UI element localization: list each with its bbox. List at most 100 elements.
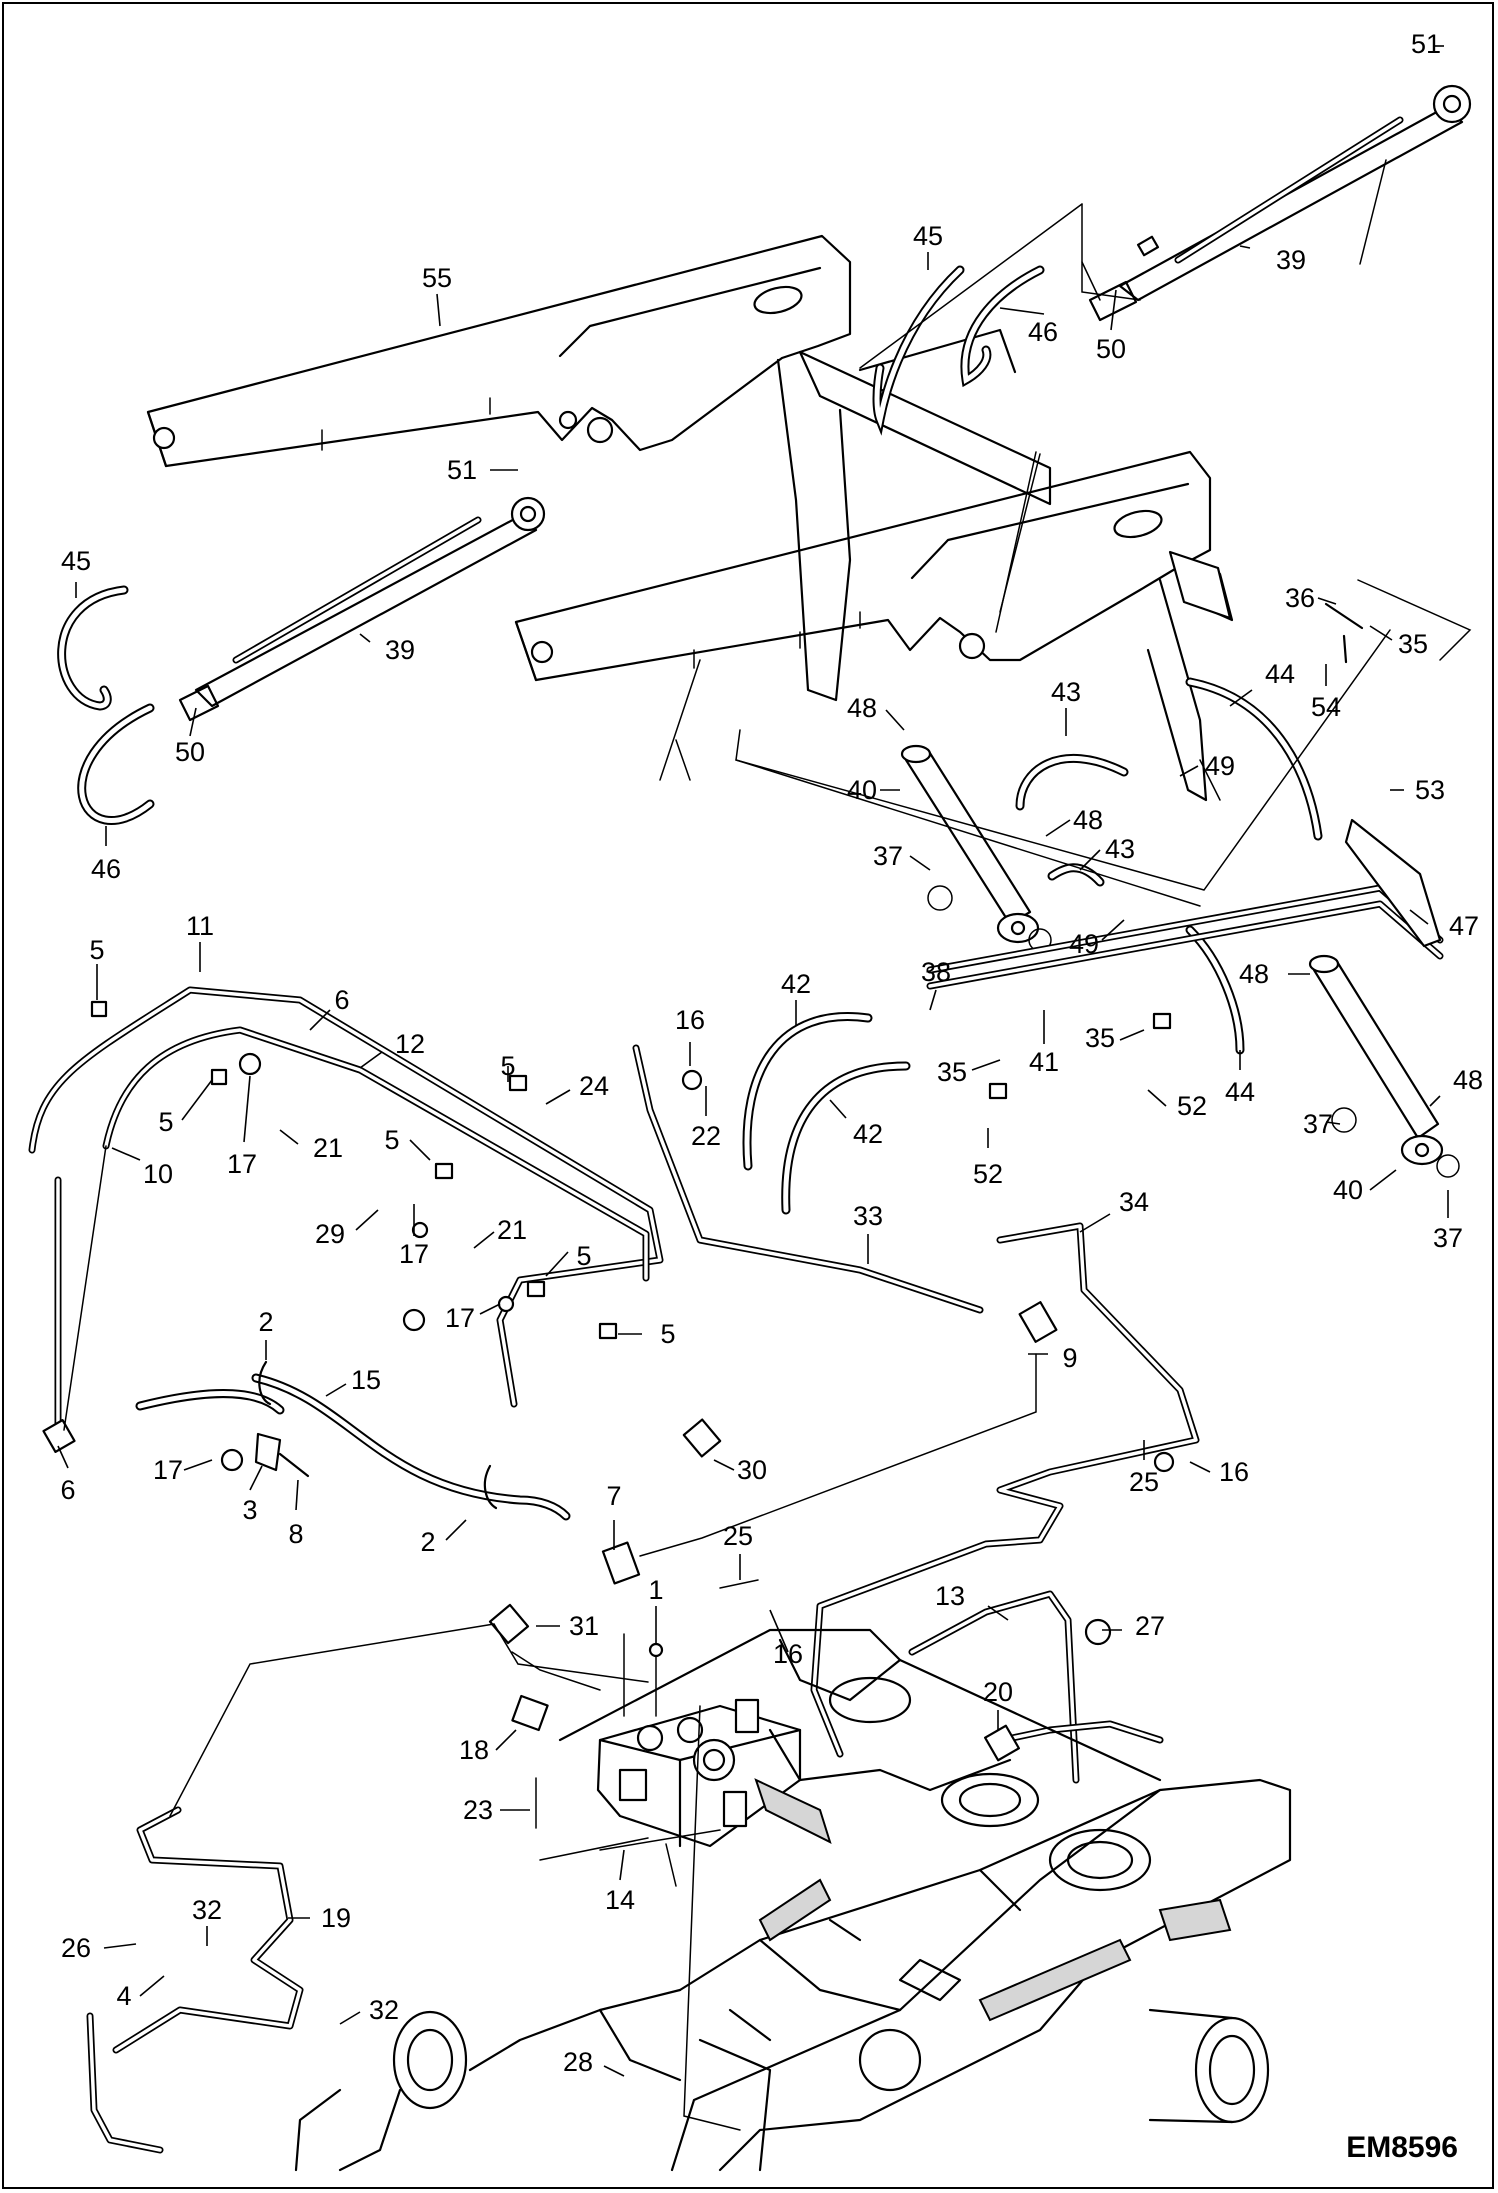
- svg-text:6: 6: [60, 1475, 75, 1505]
- svg-text:5: 5: [158, 1107, 173, 1137]
- callout-12: 12: [359, 1029, 425, 1069]
- svg-text:5: 5: [89, 935, 104, 965]
- lift-cylinder-front: [178, 496, 546, 722]
- svg-text:43: 43: [1105, 834, 1135, 864]
- callout-46-top: 46: [999, 307, 1058, 347]
- callout-27: 27: [1102, 1611, 1165, 1641]
- callout-37-b: 37: [1303, 1109, 1341, 1139]
- callout-25-b: 25: [723, 1521, 753, 1580]
- callout-6-low: 6: [57, 1445, 76, 1505]
- svg-text:44: 44: [1265, 659, 1295, 689]
- svg-text:39: 39: [1276, 245, 1306, 275]
- svg-text:33: 33: [853, 1201, 883, 1231]
- callout-16-low: 16: [769, 1609, 803, 1669]
- callout-28: 28: [563, 2047, 625, 2077]
- callout-5-d: 5: [384, 1125, 431, 1161]
- svg-text:24: 24: [579, 1071, 609, 1101]
- callout-50-top: 50: [1096, 289, 1126, 364]
- callout-2-low: 2: [420, 1519, 467, 1557]
- callout-30: 30: [713, 1455, 767, 1485]
- callout-37-c: 37: [1433, 1190, 1463, 1253]
- callout-13: 13: [935, 1581, 1009, 1621]
- svg-text:20: 20: [983, 1677, 1013, 1707]
- svg-text:15: 15: [351, 1365, 381, 1395]
- svg-text:32: 32: [192, 1895, 222, 1925]
- drawing-id-label: EM8596: [1346, 2131, 1458, 2164]
- callout-43-mid: 43: [1079, 834, 1135, 871]
- svg-text:30: 30: [737, 1455, 767, 1485]
- svg-text:2: 2: [420, 1527, 435, 1557]
- svg-text:32: 32: [369, 1995, 399, 2025]
- callout-11: 11: [186, 911, 214, 972]
- svg-text:37: 37: [873, 841, 903, 871]
- callout-22: 22: [691, 1086, 721, 1151]
- callout-14: 14: [605, 1849, 635, 1915]
- svg-text:31: 31: [569, 1611, 599, 1641]
- svg-text:1: 1: [648, 1575, 663, 1605]
- svg-text:46: 46: [91, 854, 121, 884]
- callout-49-mid: 49: [1069, 919, 1125, 959]
- callout-40-top: 40: [847, 775, 900, 805]
- svg-text:27: 27: [1135, 1611, 1165, 1641]
- callout-34: 34: [1079, 1187, 1149, 1233]
- svg-text:5: 5: [576, 1241, 591, 1271]
- svg-text:3: 3: [242, 1495, 257, 1525]
- svg-text:25: 25: [1129, 1467, 1159, 1497]
- callout-44-low: 44: [1225, 1050, 1255, 1107]
- callout-17-c: 17: [445, 1303, 501, 1333]
- svg-text:46: 46: [1028, 317, 1058, 347]
- callout-40-low: 40: [1333, 1169, 1397, 1205]
- callout-6-top: 6: [309, 985, 350, 1031]
- control-valve: [511, 1642, 802, 1848]
- callout-15: 15: [325, 1365, 381, 1397]
- svg-text:17: 17: [153, 1455, 183, 1485]
- callout-35-low: 35: [937, 1057, 1001, 1087]
- callout-47: 47: [1409, 909, 1479, 941]
- callout-54: 54: [1311, 664, 1341, 722]
- svg-text:6: 6: [334, 985, 349, 1015]
- svg-text:8: 8: [288, 1519, 303, 1549]
- callout-16-mid: 16: [1189, 1457, 1249, 1487]
- callout-5-a: 5: [89, 935, 105, 1000]
- callout-20: 20: [983, 1677, 1013, 1730]
- callout-5-e: 5: [545, 1241, 592, 1277]
- callout-23: 23: [463, 1795, 530, 1825]
- callout-42-top: 42: [781, 969, 811, 1026]
- svg-text:42: 42: [853, 1119, 883, 1149]
- svg-text:5: 5: [500, 1051, 515, 1081]
- svg-text:48: 48: [847, 693, 877, 723]
- svg-text:22: 22: [691, 1121, 721, 1151]
- callout-37-a: 37: [873, 841, 931, 871]
- callout-48-c: 48: [1239, 959, 1310, 989]
- callout-43-top: 43: [1051, 677, 1081, 736]
- callout-42-low: 42: [829, 1099, 883, 1149]
- svg-text:35: 35: [1398, 629, 1428, 659]
- callout-labels: 51 45 39 46 50 55 51 45 39 50 46 36 35 5…: [57, 29, 1483, 2077]
- hoses: [57, 265, 1323, 1521]
- callout-9: 9: [1028, 1343, 1078, 1373]
- svg-text:14: 14: [605, 1885, 635, 1915]
- svg-text:45: 45: [61, 546, 91, 576]
- svg-text:50: 50: [175, 737, 205, 767]
- svg-text:48: 48: [1453, 1065, 1483, 1095]
- svg-text:35: 35: [937, 1057, 967, 1087]
- callout-39-top: 39: [1239, 245, 1306, 275]
- svg-text:16: 16: [675, 1005, 705, 1035]
- svg-text:51: 51: [1411, 29, 1441, 59]
- callout-26: 26: [61, 1933, 137, 1963]
- callout-41: 41: [1029, 1010, 1059, 1077]
- svg-text:52: 52: [973, 1159, 1003, 1189]
- loader-chassis: [294, 1628, 1292, 2172]
- svg-text:48: 48: [1073, 805, 1103, 835]
- callout-21-b: 21: [473, 1215, 527, 1249]
- svg-text:37: 37: [1433, 1223, 1463, 1253]
- callout-21-a: 21: [279, 1129, 343, 1163]
- callout-17-d: 17: [153, 1455, 213, 1485]
- leader-lines: [63, 159, 1472, 2131]
- svg-text:23: 23: [463, 1795, 493, 1825]
- callout-44-top: 44: [1229, 659, 1295, 707]
- svg-text:54: 54: [1311, 692, 1341, 722]
- svg-text:26: 26: [61, 1933, 91, 1963]
- callout-45-top: 45: [913, 221, 943, 270]
- svg-text:19: 19: [321, 1903, 351, 1933]
